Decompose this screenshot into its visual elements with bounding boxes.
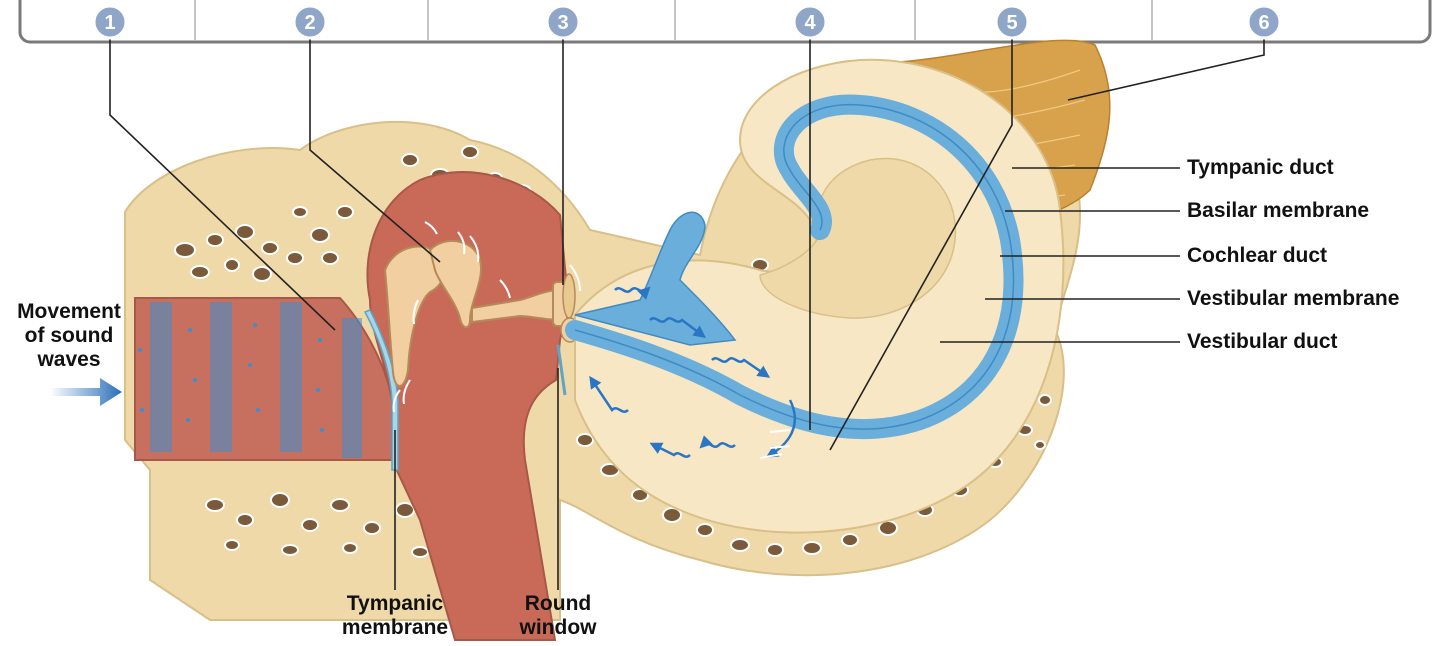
marker-4: 4 <box>794 6 826 38</box>
round-window-line-2: window <box>500 616 616 640</box>
svg-text:5: 5 <box>1006 12 1017 34</box>
label-vestibular-duct: Vestibular duct <box>1187 330 1338 354</box>
round-window-label: Round window <box>500 592 616 640</box>
movement-label-line-2: of sound <box>8 324 130 348</box>
marker-6: 6 <box>1248 6 1280 38</box>
tympanic-membrane-label: Tympanic membrane <box>320 592 470 640</box>
label-basilar-membrane: Basilar membrane <box>1187 199 1369 223</box>
movement-label: Movement of sound waves <box>8 300 130 372</box>
marker-3: 3 <box>547 6 579 38</box>
movement-label-line-3: waves <box>8 348 130 372</box>
marker-5: 5 <box>996 6 1028 38</box>
label-tympanic-duct: Tympanic duct <box>1187 156 1334 180</box>
header-table <box>20 0 1430 42</box>
movement-label-line-1: Movement <box>8 300 130 324</box>
marker-1: 1 <box>94 6 126 38</box>
cochlea <box>575 60 1063 533</box>
round-window-line-1: Round <box>500 592 616 616</box>
tympanic-membrane-line-1: Tympanic <box>320 592 470 616</box>
svg-text:6: 6 <box>1258 12 1269 34</box>
ear-canal <box>135 298 392 460</box>
marker-2: 2 <box>294 6 326 38</box>
sound-arrow <box>50 378 122 406</box>
label-vestibular-membrane: Vestibular membrane <box>1187 287 1399 311</box>
svg-text:1: 1 <box>104 12 115 34</box>
svg-text:2: 2 <box>304 12 315 34</box>
svg-text:4: 4 <box>804 12 816 34</box>
tympanic-membrane-line-2: membrane <box>320 616 470 640</box>
label-cochlear-duct: Cochlear duct <box>1187 244 1327 268</box>
svg-text:3: 3 <box>557 12 568 34</box>
